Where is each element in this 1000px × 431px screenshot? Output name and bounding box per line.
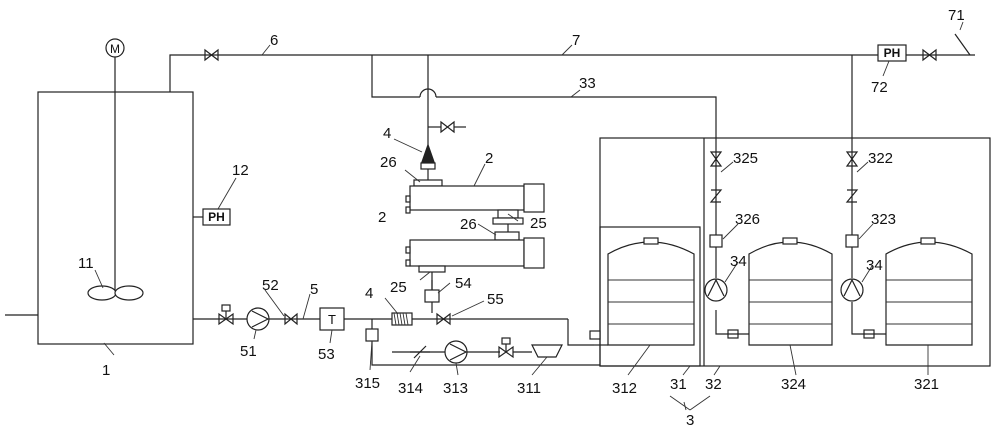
label-2-top: 2: [485, 150, 493, 167]
label-33: 33: [579, 75, 596, 92]
label-52: 52: [262, 277, 279, 294]
label-321: 321: [914, 376, 939, 393]
label-54: 54: [455, 275, 472, 292]
label-1: 1: [102, 362, 110, 379]
membrane-module-lower: [405, 231, 545, 313]
outlet-ph-label: PH: [884, 46, 901, 60]
dosing-branch-left: [704, 150, 728, 302]
feed-line: T: [193, 304, 594, 346]
top-pipeline: PH: [169, 33, 975, 150]
label-12: 12: [232, 162, 249, 179]
storage-tank-321: [851, 237, 973, 346]
label-7: 7: [572, 32, 580, 49]
label-324: 324: [781, 376, 806, 393]
label-25-right: 25: [530, 215, 547, 232]
temperature-symbol: T: [328, 312, 336, 327]
label-26-mid: 26: [460, 216, 477, 233]
label-51: 51: [240, 343, 257, 360]
label-72: 72: [871, 79, 888, 96]
label-315: 315: [355, 375, 380, 392]
label-25-left: 25: [390, 279, 407, 296]
flowmeter-54: [424, 280, 440, 303]
separator-top: [420, 143, 436, 180]
label-31: 31: [670, 376, 687, 393]
label-3-bracket: [669, 395, 711, 411]
label-313: 313: [443, 380, 468, 397]
label-32: 32: [705, 376, 722, 393]
label-26-top: 26: [380, 154, 397, 171]
stirrer: M: [87, 38, 144, 301]
label-5: 5: [310, 281, 318, 298]
storage-tank-324: [715, 237, 833, 346]
storage-tank-312: [589, 237, 695, 346]
label-314: 314: [398, 380, 423, 397]
label-71: 71: [948, 7, 965, 24]
motor-symbol: M: [110, 42, 120, 56]
tank-ph-label: PH: [208, 210, 225, 224]
label-3: 3: [686, 412, 694, 429]
tank-ph-meter: PH: [193, 208, 231, 226]
label-53: 53: [318, 346, 335, 363]
label-322: 322: [868, 150, 893, 167]
label-11: 11: [78, 255, 94, 272]
label-6: 6: [270, 32, 278, 49]
label-4-top: 4: [383, 125, 391, 142]
reaction-tank: [5, 91, 194, 345]
label-311: 311: [517, 380, 541, 397]
label-325: 325: [733, 150, 758, 167]
label-55: 55: [487, 291, 504, 308]
label-2-bottom: 2: [378, 209, 386, 226]
label-312: 312: [612, 380, 637, 397]
recirculation-loop: [365, 319, 568, 366]
dosing-branch-right: [840, 150, 864, 302]
label-34-left: 34: [730, 253, 747, 270]
leader-lines: [94, 21, 964, 411]
label-34-right: 34: [866, 257, 883, 274]
label-326: 326: [735, 211, 760, 228]
label-323: 323: [871, 211, 896, 228]
label-4-coil: 4: [365, 285, 373, 302]
tank-enclosures: [568, 137, 991, 367]
callout-labels: 1 11 12 6 7 33 71 72 4 26 2 26 25 2 25 5…: [78, 7, 965, 429]
